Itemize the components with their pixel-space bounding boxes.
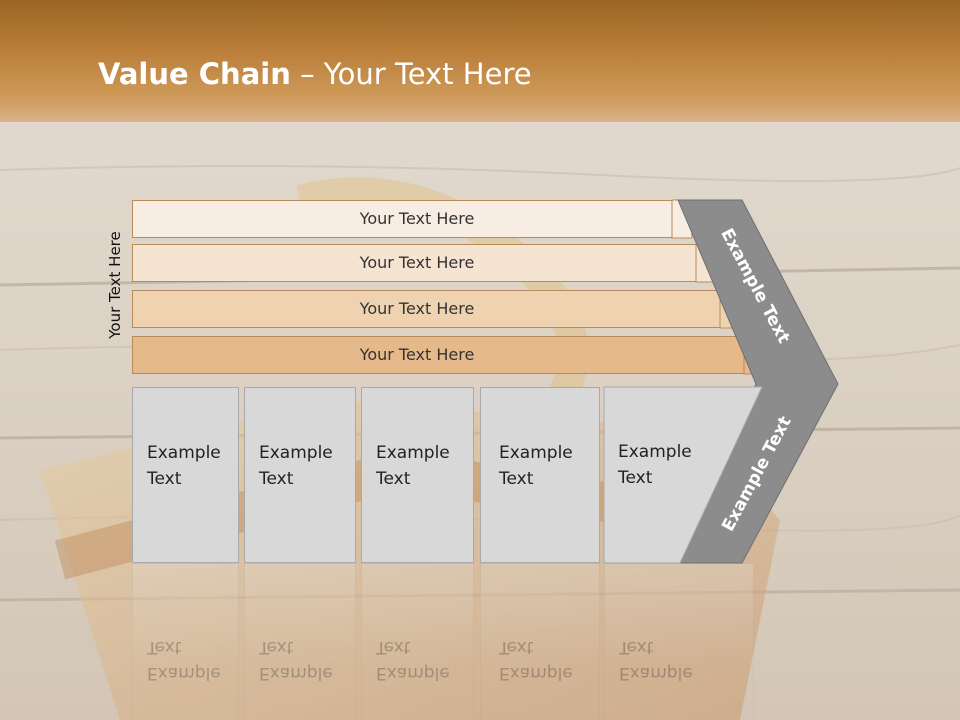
- support-bar-1: Your Text Here: [132, 200, 692, 238]
- support-bar-2: Your Text Here: [132, 244, 716, 282]
- activity-box-3-line1: Example: [376, 443, 450, 463]
- activity-box-2-line1: Example: [259, 443, 333, 463]
- activity-box-5-line2: Text: [618, 468, 653, 488]
- activity-box-1-line1: Example: [147, 443, 221, 463]
- activity-box-4-line2: Text: [499, 469, 534, 489]
- title-bar: [0, 0, 960, 122]
- slide-title: Value Chain – Your Text Here: [98, 52, 532, 96]
- support-bar-3-label: Your Text Here: [359, 299, 475, 318]
- activity-box-4: Example Text: [480, 387, 600, 563]
- activity-box-5-line1: Example: [618, 442, 692, 462]
- support-bar-2-label: Your Text Here: [359, 253, 475, 272]
- activity-box-2-line2: Text: [259, 469, 294, 489]
- activity-box-5: Example Text: [604, 387, 692, 563]
- activity-box-1-line2: Text: [147, 469, 182, 489]
- activity-box-3-line2: Text: [376, 469, 411, 489]
- activity-box-3: Example Text: [361, 387, 474, 563]
- side-label: Your Text Here: [106, 231, 124, 339]
- slide-title-bold: Value Chain: [98, 57, 291, 91]
- activity-box-2: Example Text: [244, 387, 356, 563]
- activity-box-1: Example Text: [132, 387, 239, 563]
- support-bar-1-label: Your Text Here: [359, 209, 475, 228]
- slide-title-rest: – Your Text Here: [290, 57, 532, 91]
- support-bar-4: Your Text Here: [132, 336, 764, 374]
- activity-box-4-line1: Example: [499, 443, 573, 463]
- support-bar-4-label: Your Text Here: [359, 345, 475, 364]
- support-bar-3: Your Text Here: [132, 290, 740, 328]
